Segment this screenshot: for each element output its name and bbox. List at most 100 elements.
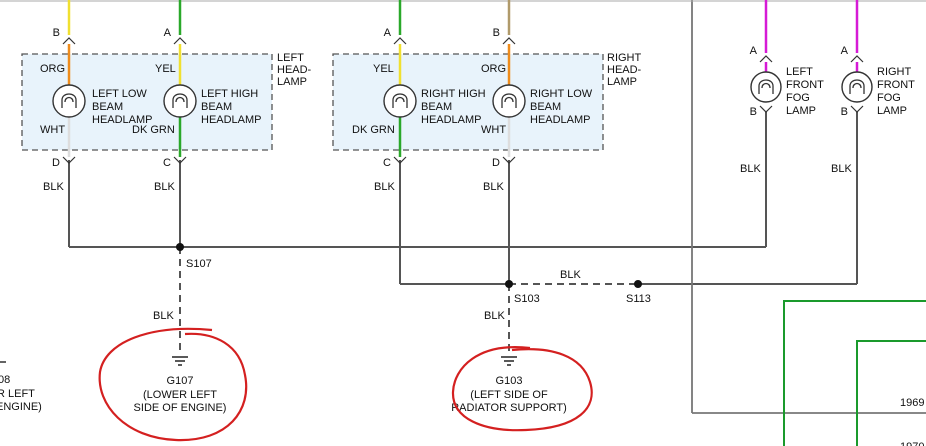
left-module-label-2: HEAD- xyxy=(277,64,312,76)
ground-g107-desc-2: SIDE OF ENGINE) xyxy=(134,402,227,414)
right-headlamp-module xyxy=(332,53,604,151)
wire-label-g103-drop: BLK xyxy=(484,310,505,322)
rh-low-pin-bottom: D xyxy=(492,157,500,169)
lh-low-ground-wire-label: BLK xyxy=(43,181,64,193)
lh-high-ground-wire-label: BLK xyxy=(154,181,175,193)
splice-s107-label: S107 xyxy=(186,258,212,270)
rh-low-ground-wire-label: BLK xyxy=(483,181,504,193)
ground-g103-id: G103 xyxy=(496,375,523,387)
left-edge-text-3: ENGINE) xyxy=(0,401,42,413)
lf-fog-ground-wire-label: BLK xyxy=(740,163,761,175)
rf-fog-ground-wire-label: BLK xyxy=(831,163,852,175)
lh-high-wire-out-label: DK GRN xyxy=(132,124,175,136)
rh-high-bottom-connector xyxy=(393,156,407,164)
rh-low-bottom-connector xyxy=(502,156,516,164)
lf-fog-top-connector xyxy=(759,55,773,63)
rh-high-label-line-2: BEAM xyxy=(421,101,452,113)
annotation-circle-g103 xyxy=(451,346,593,432)
ground-wiring xyxy=(68,112,858,352)
right-module-label-2: HEAD- xyxy=(607,64,642,76)
rh-high-bulb xyxy=(383,84,417,118)
rh-high-pin-top: A xyxy=(384,27,392,39)
lh-high-bulb xyxy=(163,84,197,118)
right-edge-green-line-2 xyxy=(856,340,926,446)
lh-high-label-line-3: HEADLAMP xyxy=(201,114,262,126)
rh-low-filament xyxy=(501,93,517,108)
splice-s103-dot xyxy=(505,280,513,288)
lf-fog-label-line-1: LEFT xyxy=(786,66,813,78)
lf-fog-filament xyxy=(758,79,774,94)
lf-fog-label-line-4: LAMP xyxy=(786,105,816,117)
lh-low-wire-out-label: WHT xyxy=(40,124,65,136)
lh-high-wire-in-label: YEL xyxy=(155,63,176,75)
left-edge-text-2: R LEFT xyxy=(0,388,35,400)
splice-s113-label: S113 xyxy=(626,293,651,305)
splice-s113-dot xyxy=(634,280,642,288)
lh-high-label-line-2: BEAM xyxy=(201,101,232,113)
left-module-label-1: LEFT xyxy=(277,52,304,64)
ground-g107-id: G107 xyxy=(167,375,194,387)
rf-fog-top-connector xyxy=(850,55,864,63)
left-edge-text-1: 08 xyxy=(0,374,10,386)
rh-high-pin-bottom: C xyxy=(383,157,391,169)
lh-low-bulb xyxy=(52,84,86,118)
rf-fog-filament xyxy=(849,79,865,94)
ground-g103-desc-2: RADIATOR SUPPORT) xyxy=(451,402,567,414)
rh-high-top-connector xyxy=(393,37,407,45)
rh-high-filament xyxy=(392,93,408,108)
lh-low-pin-top: B xyxy=(53,27,60,39)
rh-high-wire-in-label: YEL xyxy=(373,63,394,75)
lh-low-filament xyxy=(61,93,77,108)
rh-high-label-line-1: RIGHT HIGH xyxy=(421,88,486,100)
lh-low-label-line-3: HEADLAMP xyxy=(92,114,153,126)
splice-s107-dot xyxy=(176,243,184,251)
lh-low-bottom-connector xyxy=(62,156,76,164)
lh-low-label-line-2: BEAM xyxy=(92,101,123,113)
wire-label-g107-drop: BLK xyxy=(153,310,174,322)
rf-fog-bulb xyxy=(841,71,873,103)
ground-g107-desc-1: (LOWER LEFT xyxy=(143,389,217,401)
lh-high-pin-bottom: C xyxy=(163,157,171,169)
rf-fog-label-line-1: RIGHT xyxy=(877,66,912,78)
lh-high-filament xyxy=(172,93,188,108)
ground-symbol-g107 xyxy=(172,356,188,366)
lh-high-top-connector xyxy=(173,37,187,45)
right-edge-green-line-1 xyxy=(783,300,926,446)
lf-fog-label-line-2: FRONT xyxy=(786,79,824,91)
lf-fog-pin-top: A xyxy=(750,45,758,57)
right-module-label-3: LAMP xyxy=(607,76,637,88)
left-module-label-3: LAMP xyxy=(277,76,307,88)
rh-low-label-line-2: BEAM xyxy=(530,101,561,113)
rf-fog-pin-bottom: B xyxy=(841,106,848,118)
lh-high-label-line-1: LEFT HIGH xyxy=(201,88,258,100)
rf-fog-label-line-3: FOG xyxy=(877,92,901,104)
rh-low-top-connector xyxy=(502,37,516,45)
wire-label-s103-s113: BLK xyxy=(560,269,581,281)
lh-low-wire-in-label: ORG xyxy=(40,63,65,75)
rf-fog-label-line-4: LAMP xyxy=(877,105,907,117)
rf-fog-bottom-connector xyxy=(850,105,864,113)
rh-low-wire-out-label: WHT xyxy=(481,124,506,136)
right-module-label-1: RIGHT xyxy=(607,52,642,64)
lf-fog-bulb xyxy=(750,71,782,103)
lh-high-bottom-connector xyxy=(173,156,187,164)
right-edge-number-2: 1970 xyxy=(900,441,924,446)
rh-high-wire-out-label: DK GRN xyxy=(352,124,395,136)
lh-low-label-line-1: LEFT LOW xyxy=(92,88,147,100)
ground-g103-desc-1: (LEFT SIDE OF xyxy=(470,389,548,401)
rh-low-wire-in-label: ORG xyxy=(481,63,506,75)
rh-low-label-line-1: RIGHT LOW xyxy=(530,88,593,100)
ground-symbol-g103 xyxy=(501,356,517,366)
splice-s103-label: S103 xyxy=(514,293,540,305)
lh-low-pin-bottom: D xyxy=(52,157,60,169)
rh-low-pin-top: B xyxy=(493,27,500,39)
annotation-circle-g107 xyxy=(98,327,248,442)
